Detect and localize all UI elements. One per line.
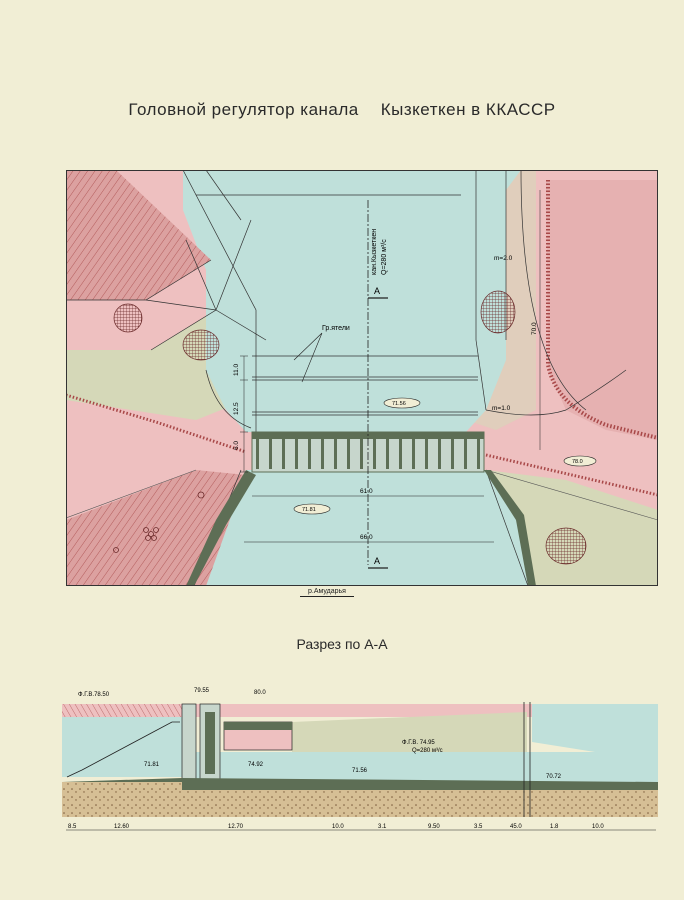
gate-slot: [205, 712, 215, 774]
dim-3-1: 3.1: [378, 824, 387, 830]
grid-circle-4: [545, 527, 587, 565]
el-80: 80.0: [254, 690, 266, 696]
discharge-label: Q=280 м³/с: [381, 239, 388, 275]
fgv-left: Ф.Г.В.78.50: [78, 692, 110, 698]
right-embankment: [546, 180, 658, 440]
section-mark-top: А: [374, 286, 380, 296]
gratings-leader: [293, 332, 323, 383]
section-title: Разрез по А-А: [296, 636, 388, 652]
dim-70: 70.0: [531, 322, 538, 335]
dim-10-b: 10.0: [592, 824, 604, 830]
elev-marker-78: [563, 455, 597, 467]
elev-71-81: 71.81: [302, 507, 316, 513]
fgv-right: Ф.Г.В. 74.95: [402, 740, 435, 746]
slope-label: m=2.0: [494, 255, 513, 262]
el-71-81: 71.81: [144, 762, 160, 768]
right-embankment-edge: [546, 180, 658, 440]
title-part-2: Кызкеткен в ККАССР: [380, 100, 556, 119]
page-title: Головной регулятор канала Кызкеткен в ККА…: [0, 100, 684, 120]
far-right-backfill: [532, 704, 658, 762]
elev-marker-71-81: [293, 503, 331, 515]
downstream-canal: [194, 470, 528, 586]
q-right: Q=280 м³/с: [412, 748, 443, 754]
title-part-1: Головной регулятор канала: [128, 100, 359, 119]
dim-61: 61.0: [360, 488, 373, 495]
plan-frame: [66, 170, 658, 586]
right-dike-lower: [485, 469, 658, 521]
dim-11: 11.0: [233, 363, 240, 376]
dim-10-a: 10.0: [332, 824, 344, 830]
left-dims: [240, 355, 248, 473]
section-water: [182, 752, 658, 782]
dim-3-5: 3.5: [474, 824, 483, 830]
dim-12-5: 12.5: [233, 402, 240, 415]
elev-71-56: 71.56: [392, 401, 406, 407]
gratings-label: Гр.ятели: [322, 325, 350, 332]
foundation-soil: [62, 782, 658, 817]
upstream-steps: [66, 721, 180, 778]
grid-circle-3: [480, 290, 516, 334]
right-dike-upper: [485, 453, 658, 497]
grid-circle-2: [182, 329, 220, 361]
dim-8-5: 8.5: [68, 824, 77, 830]
elev-78: 78.0: [572, 459, 583, 465]
tree-symbols: [113, 491, 205, 553]
el-79-55: 79.55: [194, 688, 210, 694]
downstream-wall-right: [484, 470, 536, 586]
deck-slab: [224, 722, 292, 730]
regulator-piers: [256, 439, 480, 469]
el-70-72: 70.72: [546, 774, 562, 780]
right-backfill: [292, 712, 527, 757]
section-mark-bottom: А: [374, 556, 380, 566]
left-upper-hatch: [66, 170, 211, 300]
canal-label: кан.Кызкеткен: [371, 229, 378, 275]
dim-6: 6.0: [233, 441, 240, 450]
elev-marker-71-56: [383, 397, 421, 409]
dim-45: 45.0: [510, 824, 522, 830]
section-view: Ф.Г.В.78.50 79.55 80.0 Ф.Г.В. 74.95 Q=28…: [62, 688, 658, 831]
upstream-canal: [183, 170, 521, 432]
dim-12-60: 12.60: [114, 824, 130, 830]
river-label-wrap: р.Амударья: [300, 588, 354, 597]
plan-view: А А кан.Кызкеткен Q=280 м³/с Гр.ятели m=…: [66, 170, 658, 586]
left-backfill: [62, 717, 182, 777]
headwall: [181, 703, 197, 783]
slope-label-2: m=1.0: [492, 405, 511, 412]
dim-1-8: 1.8: [550, 824, 559, 830]
plan-outlines: [66, 170, 627, 586]
apron-slab: [182, 782, 527, 790]
el-74-92: 74.92: [248, 762, 264, 768]
trash-racks: [252, 355, 478, 416]
dim-66: 66.0: [360, 534, 373, 541]
downstream-wall-left: [186, 470, 256, 586]
river-label: р.Амударья: [300, 588, 354, 597]
dim-9-50: 9.50: [428, 824, 440, 830]
el-71-56: 71.56: [352, 768, 368, 774]
left-dike-lower: [66, 469, 197, 519]
grid-circle-1: [113, 303, 143, 333]
dim-12-70: 12.70: [228, 824, 244, 830]
